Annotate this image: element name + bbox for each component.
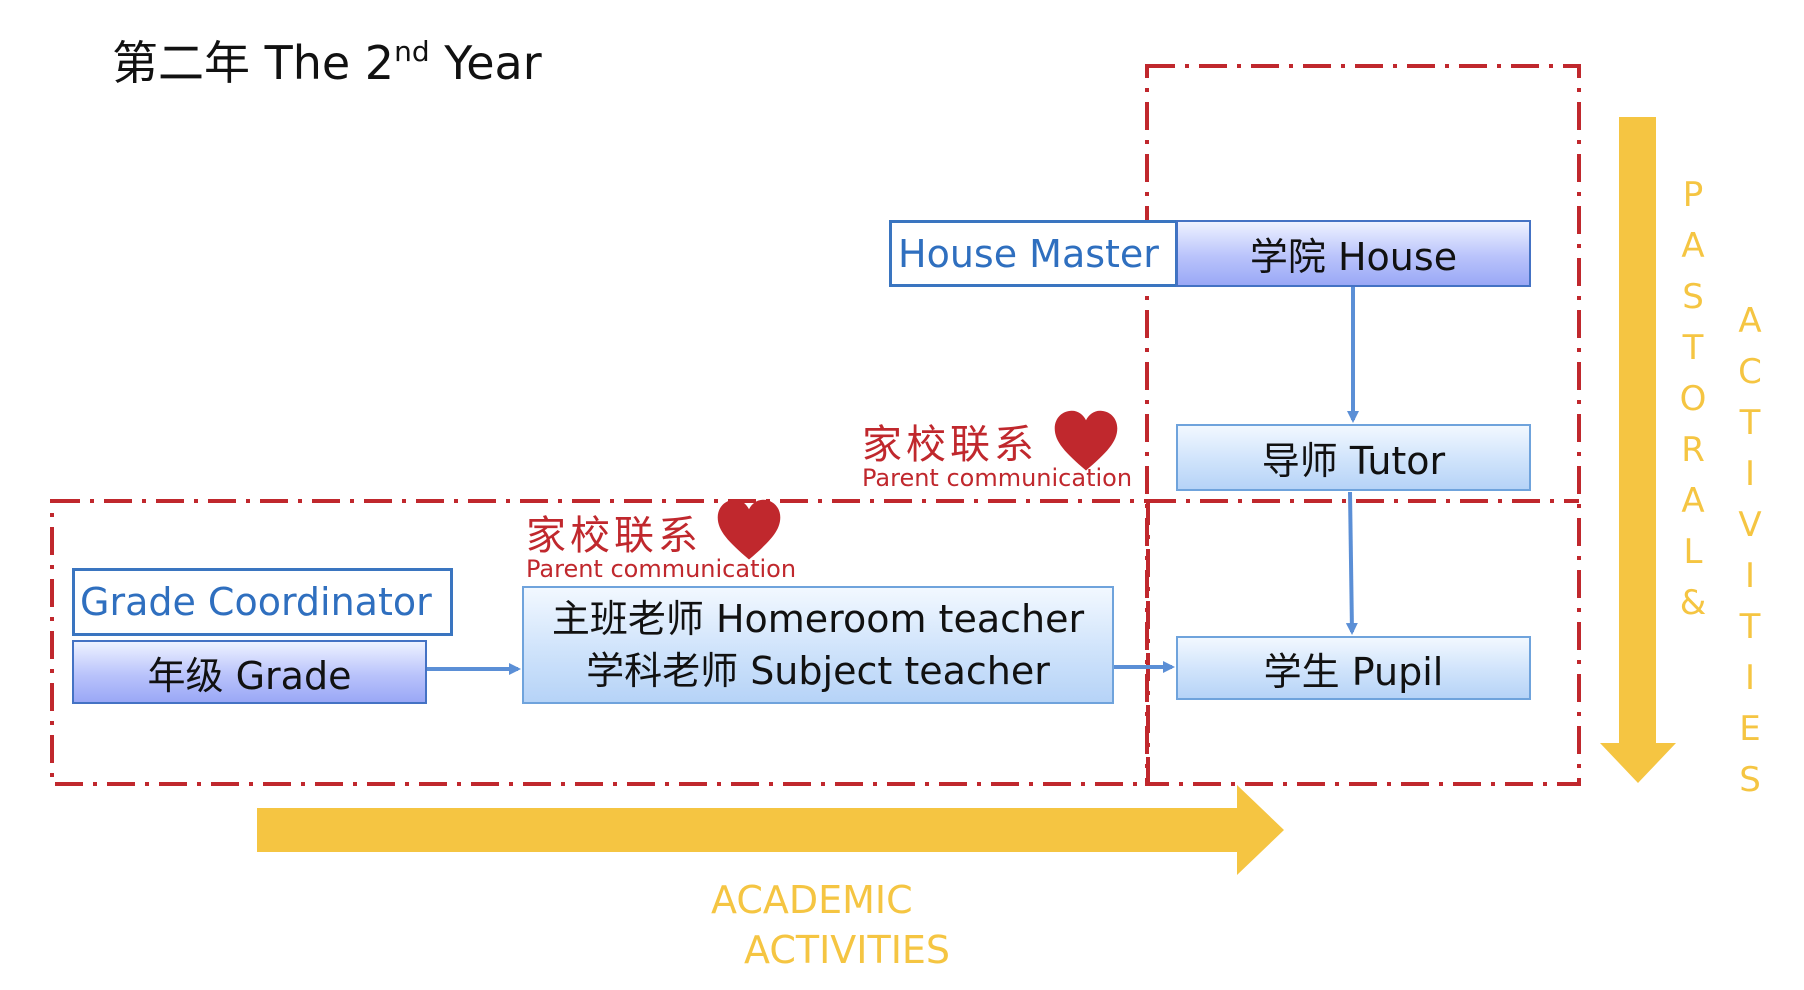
grade-coordinator-label: Grade Coordinator (72, 568, 453, 636)
activities-letter: I (1744, 556, 1756, 596)
house-box-text: 学院 House (1249, 235, 1458, 279)
activities-letter: I (1744, 454, 1756, 494)
activities-letter: V (1738, 505, 1762, 545)
house-master-label: House Master (889, 220, 1178, 287)
tutor-box-text: 导师 Tutor (1261, 439, 1446, 483)
pastoral-letter: L (1683, 532, 1703, 572)
activities-letter: C (1738, 352, 1762, 392)
activities-letter: T (1739, 403, 1761, 443)
activities-letter: T (1739, 607, 1761, 647)
grade-box: 年级 Grade (72, 640, 427, 704)
parent-comm-cn-upper: 家校联系 (862, 422, 1038, 468)
pupil-box: 学生 Pupil (1176, 636, 1531, 700)
pastoral-frame (1145, 64, 1581, 786)
title-en-sup: nd (394, 35, 430, 68)
teacher-box: 主班老师 Homeroom teacher 学科老师 Subject teach… (522, 586, 1114, 704)
house-box: 学院 House (1176, 220, 1531, 287)
activities-letter: I (1744, 658, 1756, 698)
academic-frame (50, 499, 1150, 786)
parent-comm-cn-lower: 家校联系 (526, 513, 702, 559)
pastoral-letter: A (1681, 481, 1705, 521)
academic-label-line2: ACTIVITIES (744, 928, 951, 972)
activities-letter: E (1739, 709, 1761, 749)
pastoral-arrow (1600, 117, 1676, 783)
homeroom-text: 主班老师 Homeroom teacher (551, 597, 1085, 641)
pastoral-letter: R (1681, 430, 1705, 470)
academic-label-line1: ACADEMIC (711, 878, 913, 922)
parent-comm-en-lower: Parent communication (526, 555, 797, 583)
heart-icon-lower (717, 499, 781, 560)
pastoral-letter: A (1681, 226, 1705, 266)
grade-coordinator-text: Grade Coordinator (80, 580, 432, 624)
page-title: 第二年 The 2nd Year (112, 18, 542, 97)
pastoral-letter: & (1679, 583, 1707, 623)
pastoral-letter: P (1682, 175, 1704, 215)
pastoral-letter: S (1682, 277, 1704, 317)
activities-letter: A (1738, 301, 1762, 341)
pastoral-letter: O (1679, 379, 1707, 419)
subject-text: 学科老师 Subject teacher (586, 649, 1050, 693)
pupil-box-text: 学生 Pupil (1263, 649, 1444, 694)
title-en-prefix: The 2 (264, 36, 395, 90)
connector-tutor-pupil (1345, 491, 1358, 635)
tutor-box: 导师 Tutor (1176, 424, 1531, 491)
title-en-suffix: Year (444, 36, 542, 90)
pastoral-letter: T (1682, 328, 1704, 368)
house-master-text: House Master (898, 231, 1159, 276)
academic-arrow (257, 785, 1284, 875)
title-cn: 第二年 (112, 36, 250, 90)
activities-letter: S (1739, 760, 1761, 800)
heart-icon-upper (1054, 410, 1118, 471)
grade-box-text: 年级 Grade (147, 653, 352, 698)
